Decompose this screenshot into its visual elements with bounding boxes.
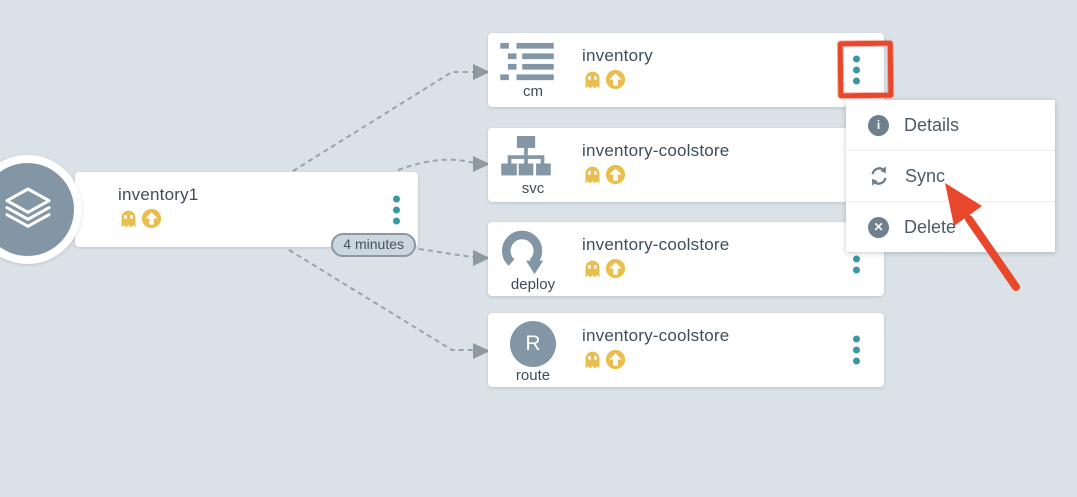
ghost-missing-icon <box>585 71 600 89</box>
edge-to-route <box>288 249 474 351</box>
application-node-avatar[interactable] <box>0 155 82 264</box>
deployment-rotate-icon <box>501 230 544 275</box>
status-icons <box>118 208 198 229</box>
age-badge: 4 minutes <box>331 233 416 257</box>
arrow-up-out-of-sync-icon <box>605 258 626 279</box>
resource-kind-label: cm <box>523 83 543 100</box>
configmap-list-icon <box>500 42 554 81</box>
ghost-missing-icon <box>585 166 600 184</box>
resource-kind-label: svc <box>521 180 545 197</box>
arrow-up-out-of-sync-icon <box>605 349 626 370</box>
info-icon: i <box>868 114 889 136</box>
resource-node-cm[interactable]: cm inventory <box>488 33 884 107</box>
application-title: inventory1 <box>118 185 199 204</box>
sync-icon <box>871 166 887 186</box>
status-icons <box>582 349 729 370</box>
resource-title: inventory-coolstore <box>582 326 730 345</box>
arrow-up-out-of-sync-icon <box>605 164 626 185</box>
edge-to-svc <box>397 158 475 171</box>
menu-item-details[interactable]: i Details <box>846 100 1055 151</box>
delete-icon: ✕ <box>868 216 889 238</box>
resource-node-deploy[interactable]: deploy inventory-coolstore <box>488 222 884 296</box>
edge-to-deploy <box>418 248 475 258</box>
resource-title: inventory <box>582 46 653 65</box>
arrow-up-out-of-sync-icon <box>605 69 626 90</box>
menu-item-label: Delete <box>904 216 957 237</box>
ghost-missing-icon <box>121 210 136 228</box>
menu-item-label: Details <box>904 114 960 135</box>
layers-icon <box>4 186 51 228</box>
ghost-missing-icon <box>585 260 600 278</box>
status-icons <box>582 164 729 185</box>
kebab-menu-icon[interactable] <box>387 191 406 228</box>
route-circle-icon: R <box>510 321 556 367</box>
status-icons <box>582 258 729 279</box>
menu-item-sync[interactable]: Sync <box>846 151 1055 202</box>
menu-item-delete[interactable]: ✕ Delete <box>846 202 1055 252</box>
arrow-up-out-of-sync-icon <box>141 208 162 229</box>
resource-title: inventory-coolstore <box>582 235 730 254</box>
resource-node-route[interactable]: R route inventory-coolstore <box>488 313 884 387</box>
kebab-menu-icon[interactable] <box>847 52 866 89</box>
context-menu: i Details Sync ✕ Delete <box>846 100 1055 252</box>
ghost-missing-icon <box>585 351 600 369</box>
menu-item-label: Sync <box>905 165 946 186</box>
application-node-card[interactable]: inventory1 4 minutes <box>75 172 418 257</box>
kebab-menu-icon[interactable] <box>847 332 866 369</box>
resource-title: inventory-coolstore <box>582 141 730 160</box>
resource-kind-label: route <box>515 367 551 384</box>
resource-kind-label: deploy <box>510 276 556 293</box>
resource-node-svc[interactable]: svc inventory-coolstore <box>488 128 884 202</box>
edge-to-cm <box>292 71 474 172</box>
status-icons <box>582 69 653 90</box>
service-sitemap-icon <box>501 136 551 176</box>
annotation-highlight-rectangle <box>837 40 894 99</box>
